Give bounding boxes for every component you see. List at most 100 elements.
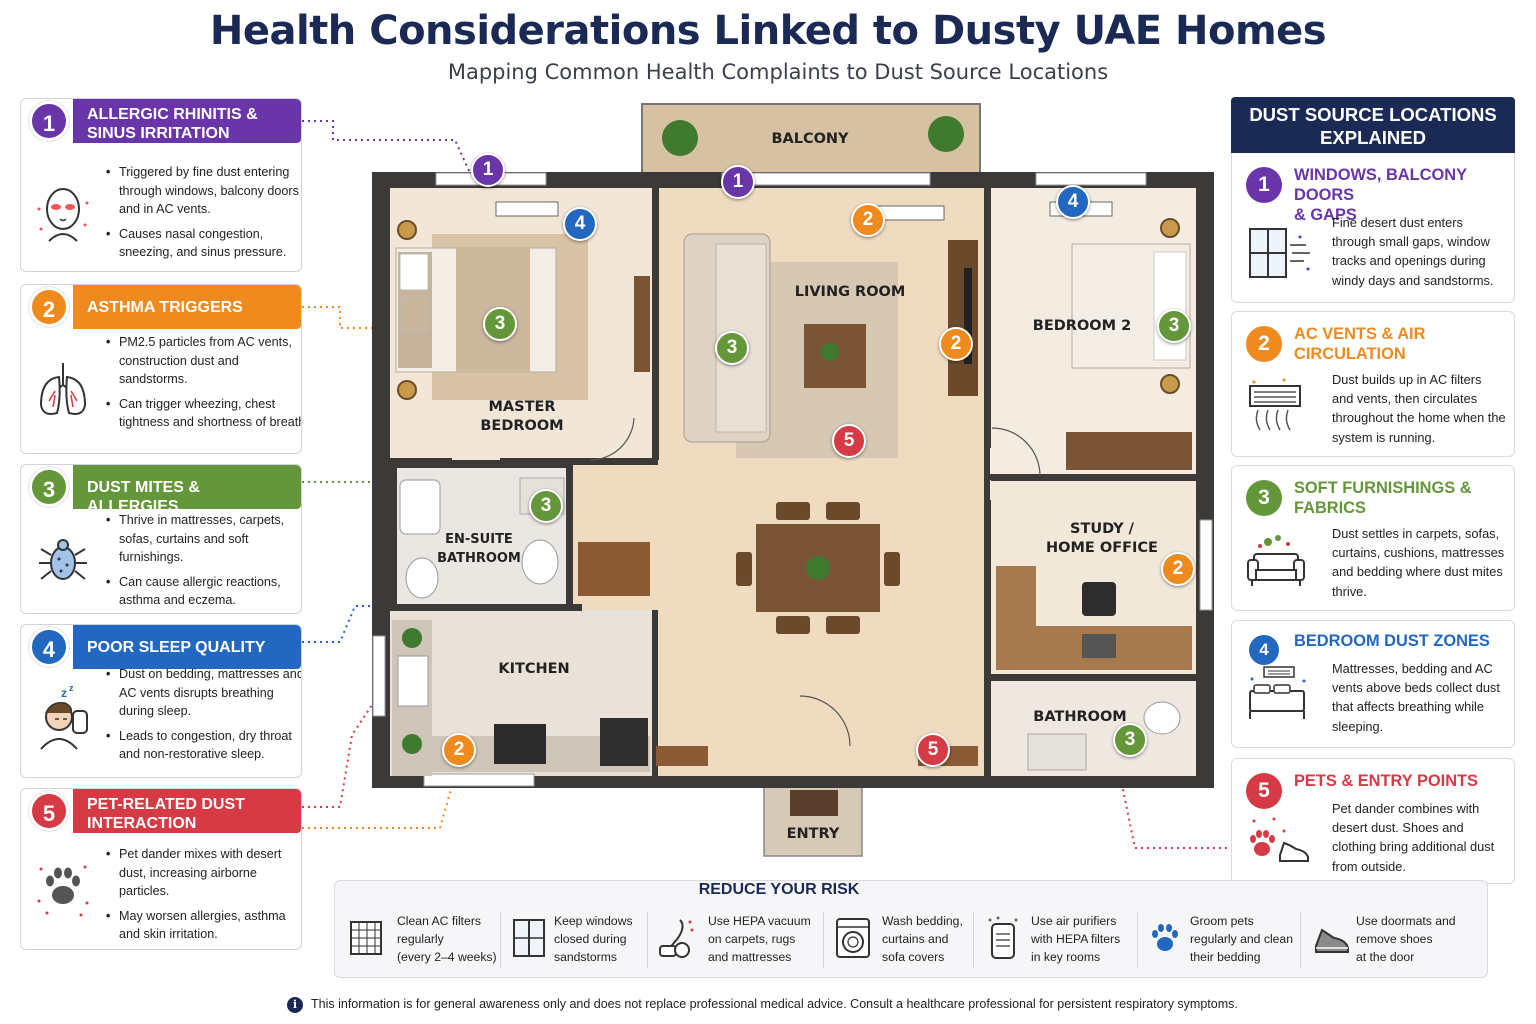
card-text: Mattresses, bedding and AC vents above b… [1332, 661, 1500, 734]
card-title: SOFT FURNISHINGS &FABRICS [1294, 478, 1508, 518]
card-number: 1 [1246, 167, 1282, 203]
divider [973, 912, 974, 968]
divider [823, 912, 824, 968]
card-bullets: Pet dander mixes with desert dust, incre… [106, 845, 301, 949]
card-bullets: Triggered by fine dust entering through … [106, 163, 301, 268]
pin-4-master-ac[interactable]: 4 [563, 207, 597, 241]
page-subtitle: Mapping Common Health Complaints to Dust… [447, 60, 1109, 84]
pin-2-living-ac[interactable]: 2 [851, 203, 885, 237]
card-title-line1: ALLERGIC RHINITIS & [87, 106, 258, 123]
bullet: PM2.5 particles from AC vents, construct… [106, 333, 301, 389]
health-card-poor-sleep: POOR SLEEP QUALITY 4 z z Dust on bedding… [20, 624, 302, 778]
risk-text-line: on carpets, rugs [708, 932, 796, 946]
health-card-allergic-rhinitis: ALLERGIC RHINITIS &SINUS IRRITATION 1 Tr… [20, 98, 302, 272]
card-number: 2 [1246, 326, 1282, 362]
svg-text:z: z [69, 683, 74, 693]
face-irritation-icon [37, 188, 89, 242]
divider [647, 912, 648, 968]
pin-3-bathroom[interactable]: 3 [1113, 723, 1147, 757]
room-label-line: BEDROOM [480, 418, 564, 434]
pin-2-study[interactable]: 2 [1161, 552, 1195, 586]
bullet: Can cause allergic reactions, asthma and… [106, 573, 301, 610]
risk-text-line: (every 2–4 weeks) [397, 950, 497, 964]
card-number: 3 [1246, 480, 1282, 516]
pin-2-living-tv[interactable]: 2 [939, 327, 973, 361]
card-title-line2: SINUS IRRITATION [87, 125, 230, 142]
source-card-bedroom-dust: 4 BEDROOM DUST ZONES Mattresses, bedding… [1231, 620, 1515, 748]
card-text: Dust settles in carpets, sofas, curtains… [1332, 526, 1505, 599]
pin-5-entry[interactable]: 5 [916, 733, 950, 767]
room-label-living: LIVING ROOM [794, 284, 906, 300]
pin-1-living-window[interactable]: 1 [721, 165, 755, 199]
pin-2-kitchen[interactable]: 2 [442, 733, 476, 767]
card-title-line1: PET-RELATED DUST [87, 796, 245, 813]
bullet: Triggered by fine dust entering through … [106, 163, 301, 219]
card-bullets: Dust on bedding, mattresses and AC vents… [106, 665, 301, 770]
sofa-icon [1247, 535, 1305, 586]
risk-text-line: their bedding [1190, 950, 1261, 964]
lungs-icon [39, 363, 87, 415]
card-title: BEDROOM DUST ZONES [1294, 632, 1490, 650]
disclaimer-text: This information is for general awarenes… [311, 997, 1238, 1011]
card-title-line2: INTERACTION [87, 815, 197, 832]
room-label-line: HOME OFFICE [1046, 540, 1158, 556]
card-header-band: DUST MITES & ALLERGIES [73, 465, 301, 515]
card-number: 5 [29, 791, 69, 831]
pin-3-master-bed[interactable]: 3 [483, 307, 517, 341]
bullet: Causes nasal congestion, sneezing, and s… [106, 225, 301, 262]
risk-text-line: Keep windows [554, 914, 633, 928]
bullet: Pet dander mixes with desert dust, incre… [106, 845, 301, 901]
risk-text-line: Wash bedding, [882, 914, 963, 928]
air-purifier-icon [988, 916, 1018, 959]
room-label-line: BATHROOM [437, 551, 521, 566]
source-card-ac-vents: 2 AC VENTS & AIR CIRCULATION Dust builds … [1231, 311, 1515, 457]
bullet: Dust on bedding, mattresses and AC vents… [106, 665, 301, 721]
card-title: AC VENTS & AIR CIRCULATION [1294, 324, 1508, 364]
card-number: 4 [1249, 635, 1279, 665]
card-title: WINDOWS, BALCONY DOORS & GAPS [1294, 165, 1508, 225]
floor-plan [372, 103, 1214, 857]
pin-5-living-rug[interactable]: 5 [832, 424, 866, 458]
washing-machine-icon [836, 918, 870, 958]
source-card-soft-furnishings: 3 SOFT FURNISHINGS &FABRICS Dust settles… [1231, 465, 1515, 611]
card-bullets: PM2.5 particles from AC vents, construct… [106, 333, 301, 438]
vacuum-icon [659, 919, 694, 958]
card-title-line1: AC VENTS & AIR [1294, 325, 1426, 343]
paw-icon [37, 865, 89, 917]
risk-text-line: closed during [554, 932, 627, 946]
risk-text-line: sofa covers [882, 950, 945, 964]
pin-3-ensuite[interactable]: 3 [529, 489, 563, 523]
card-title-line2: & GAPS [1294, 206, 1357, 224]
room-label-line: MASTER [488, 399, 556, 415]
svg-text:z: z [61, 686, 67, 700]
room-label-bedroom2: BEDROOM 2 [1032, 318, 1132, 334]
window-icon [1249, 228, 1310, 278]
card-title-line1: WINDOWS, BALCONY DOORS [1294, 166, 1467, 204]
pin-3-bedroom2-bed[interactable]: 3 [1157, 309, 1191, 343]
card-title-line2: CIRCULATION [1294, 345, 1406, 363]
reduce-risk-title: REDUCE YOUR RISK [698, 881, 860, 898]
source-card-windows: 1 WINDOWS, BALCONY DOORS& GAPS Fine dese… [1231, 153, 1515, 303]
card-text: Dust builds up in AC filters and vents, … [1332, 372, 1506, 445]
pin-4-bedroom2-ac[interactable]: 4 [1056, 185, 1090, 219]
health-card-pet-dust: PET-RELATED DUST INTERACTION 5 Pet dander… [20, 788, 302, 950]
card-number: 3 [29, 467, 69, 507]
card-title: POOR SLEEP QUALITY [87, 639, 266, 656]
health-card-asthma: ASTHMA TRIGGERS 2 PM2.5 particles from A… [20, 284, 302, 454]
health-card-dust-mites: DUST MITES & ALLERGIES 3 Thrive in mattr… [20, 464, 302, 614]
divider [1137, 912, 1138, 968]
risk-text-line: with HEPA filters [1031, 932, 1121, 946]
entry-floor [763, 783, 863, 857]
risk-text-line: Clean AC filters [397, 914, 481, 928]
pin-1-master-window[interactable]: 1 [471, 153, 505, 187]
bullet: May worsen allergies, asthma and skin ir… [106, 907, 301, 944]
pin-3-sofa[interactable]: 3 [715, 331, 749, 365]
